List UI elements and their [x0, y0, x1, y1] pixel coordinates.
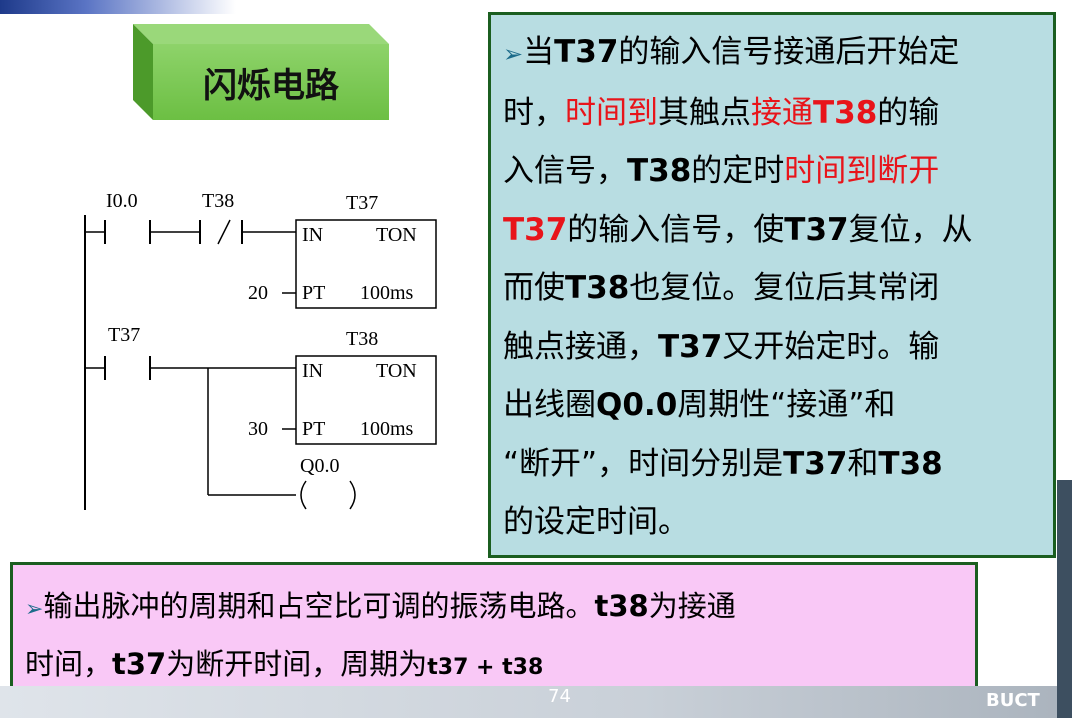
text-segment: T38	[878, 445, 943, 482]
text-segment: T37	[554, 34, 619, 70]
text-segment: 为断开时间，周期为	[166, 647, 428, 681]
text-segment: 的定时	[691, 153, 785, 189]
coil-left-arc	[300, 480, 307, 510]
text-segment: 为接通	[648, 589, 736, 623]
text-segment: 时间到	[565, 94, 658, 131]
coil-right-arc	[349, 480, 356, 510]
top-banner	[0, 0, 1072, 14]
timer-t38-name: T38	[346, 328, 378, 350]
description-line: 入信号，T38的定时时间到断开	[503, 142, 1047, 201]
contact-t38-label: T38	[202, 190, 234, 212]
description-text: ➢当T37的输入信号接通后开始定时，时间到其触点接通T38的输入信号，T38的定…	[503, 23, 1047, 552]
text-segment: 和	[847, 445, 879, 482]
title-badge: 闪烁电路	[133, 24, 389, 120]
text-segment: “断开”，时间分别是	[503, 445, 784, 482]
text-segment: 又开始定时。输	[722, 328, 940, 365]
timer-t38-pt: PT	[302, 418, 325, 440]
bullet-icon: ➢	[503, 40, 524, 68]
text-segment: t37	[112, 647, 167, 681]
timer-t37-preset: 20	[248, 282, 268, 304]
text-segment: 触点接通，	[503, 328, 658, 365]
title-bevel	[133, 24, 389, 120]
text-segment: T37	[783, 445, 848, 482]
text-segment: 入信号，	[503, 153, 627, 189]
brand-label: BUCT	[986, 690, 1040, 711]
text-segment: 其触点	[658, 94, 751, 131]
coil-q00-label: Q0.0	[300, 455, 339, 477]
timer-t37-resolution: 100ms	[360, 282, 414, 304]
text-segment: 而使	[503, 270, 565, 306]
text-segment: T38	[627, 153, 692, 189]
text-segment: 周期性“接通”和	[677, 387, 896, 423]
page-title: 闪烁电路	[153, 44, 389, 120]
summary-box: ➢输出脉冲的周期和占空比可调的振荡电路。t38为接通 时间，t37为断开时间，周…	[10, 562, 978, 698]
contact-i00-label: I0.0	[106, 190, 138, 212]
bullet-icon: ➢	[25, 597, 44, 622]
timer-t38-block	[295, 355, 437, 445]
timer-t37-in: IN	[302, 224, 323, 246]
text-segment: 也复位。复位后其常闭	[629, 270, 940, 306]
text-segment: t38	[594, 589, 649, 623]
summary-line-2: 时间，t37为断开时间，周期为t37 + t38	[25, 637, 965, 695]
timer-t38-resolution: 100ms	[360, 418, 414, 440]
timer-t37-block	[295, 219, 437, 309]
side-accent-bar	[1057, 480, 1072, 718]
text-segment: 输出脉冲的周期和占空比可调的振荡电路。	[43, 589, 595, 623]
text-segment: 的输入信号接通后开始定	[618, 34, 960, 70]
text-segment: T38	[813, 94, 878, 131]
text-segment: 的输入信号，使	[567, 211, 785, 248]
description-line: 时，时间到其触点接通T38的输	[503, 84, 1047, 143]
description-line: 触点接通，T37又开始定时。输	[503, 318, 1047, 377]
text-segment: Q0.0	[596, 387, 678, 423]
timer-t37-name: T37	[346, 192, 378, 214]
text-segment: T38	[565, 270, 630, 306]
text-segment: 复位，从	[848, 211, 973, 248]
description-line: 出线圈Q0.0周期性“接通”和	[503, 376, 1047, 435]
text-segment: 的输	[877, 94, 940, 131]
description-box: ➢当T37的输入信号接通后开始定时，时间到其触点接通T38的输入信号，T38的定…	[488, 12, 1056, 558]
description-line: 而使T38也复位。复位后其常闭	[503, 259, 1047, 318]
ladder-diagram: I0.0 T38 T37 IN TON 20 PT 100ms T37 T38 …	[84, 190, 437, 510]
text-segment: t37 + t38	[427, 655, 544, 680]
text-segment: 的设定时间。	[503, 504, 689, 540]
timer-t37-type: TON	[376, 224, 417, 246]
text-segment: 时间，	[25, 647, 113, 681]
description-line: ➢当T37的输入信号接通后开始定	[503, 23, 1047, 84]
footer-bar	[0, 686, 1072, 718]
text-segment: 时间到断开	[784, 153, 940, 189]
text-segment: 接通	[751, 94, 813, 131]
text-segment: T37	[784, 211, 849, 248]
summary-line-1: ➢输出脉冲的周期和占空比可调的振荡电路。t38为接通	[25, 579, 965, 637]
text-segment: T37	[503, 211, 568, 248]
timer-t38-preset: 30	[248, 418, 268, 440]
timer-t38-in: IN	[302, 360, 323, 382]
text-segment: 当	[523, 34, 555, 70]
text-segment: 时，	[503, 94, 565, 131]
description-line: T37的输入信号，使T37复位，从	[503, 201, 1047, 260]
text-segment: 出线圈	[503, 387, 596, 423]
description-line: “断开”，时间分别是T37和T38	[503, 435, 1047, 494]
timer-t38-type: TON	[376, 360, 417, 382]
page-number: 74	[548, 686, 571, 707]
description-line: 的设定时间。	[503, 493, 1047, 552]
timer-t37-pt: PT	[302, 282, 325, 304]
text-segment: T37	[658, 328, 723, 365]
contact-t37-label: T37	[108, 324, 140, 346]
